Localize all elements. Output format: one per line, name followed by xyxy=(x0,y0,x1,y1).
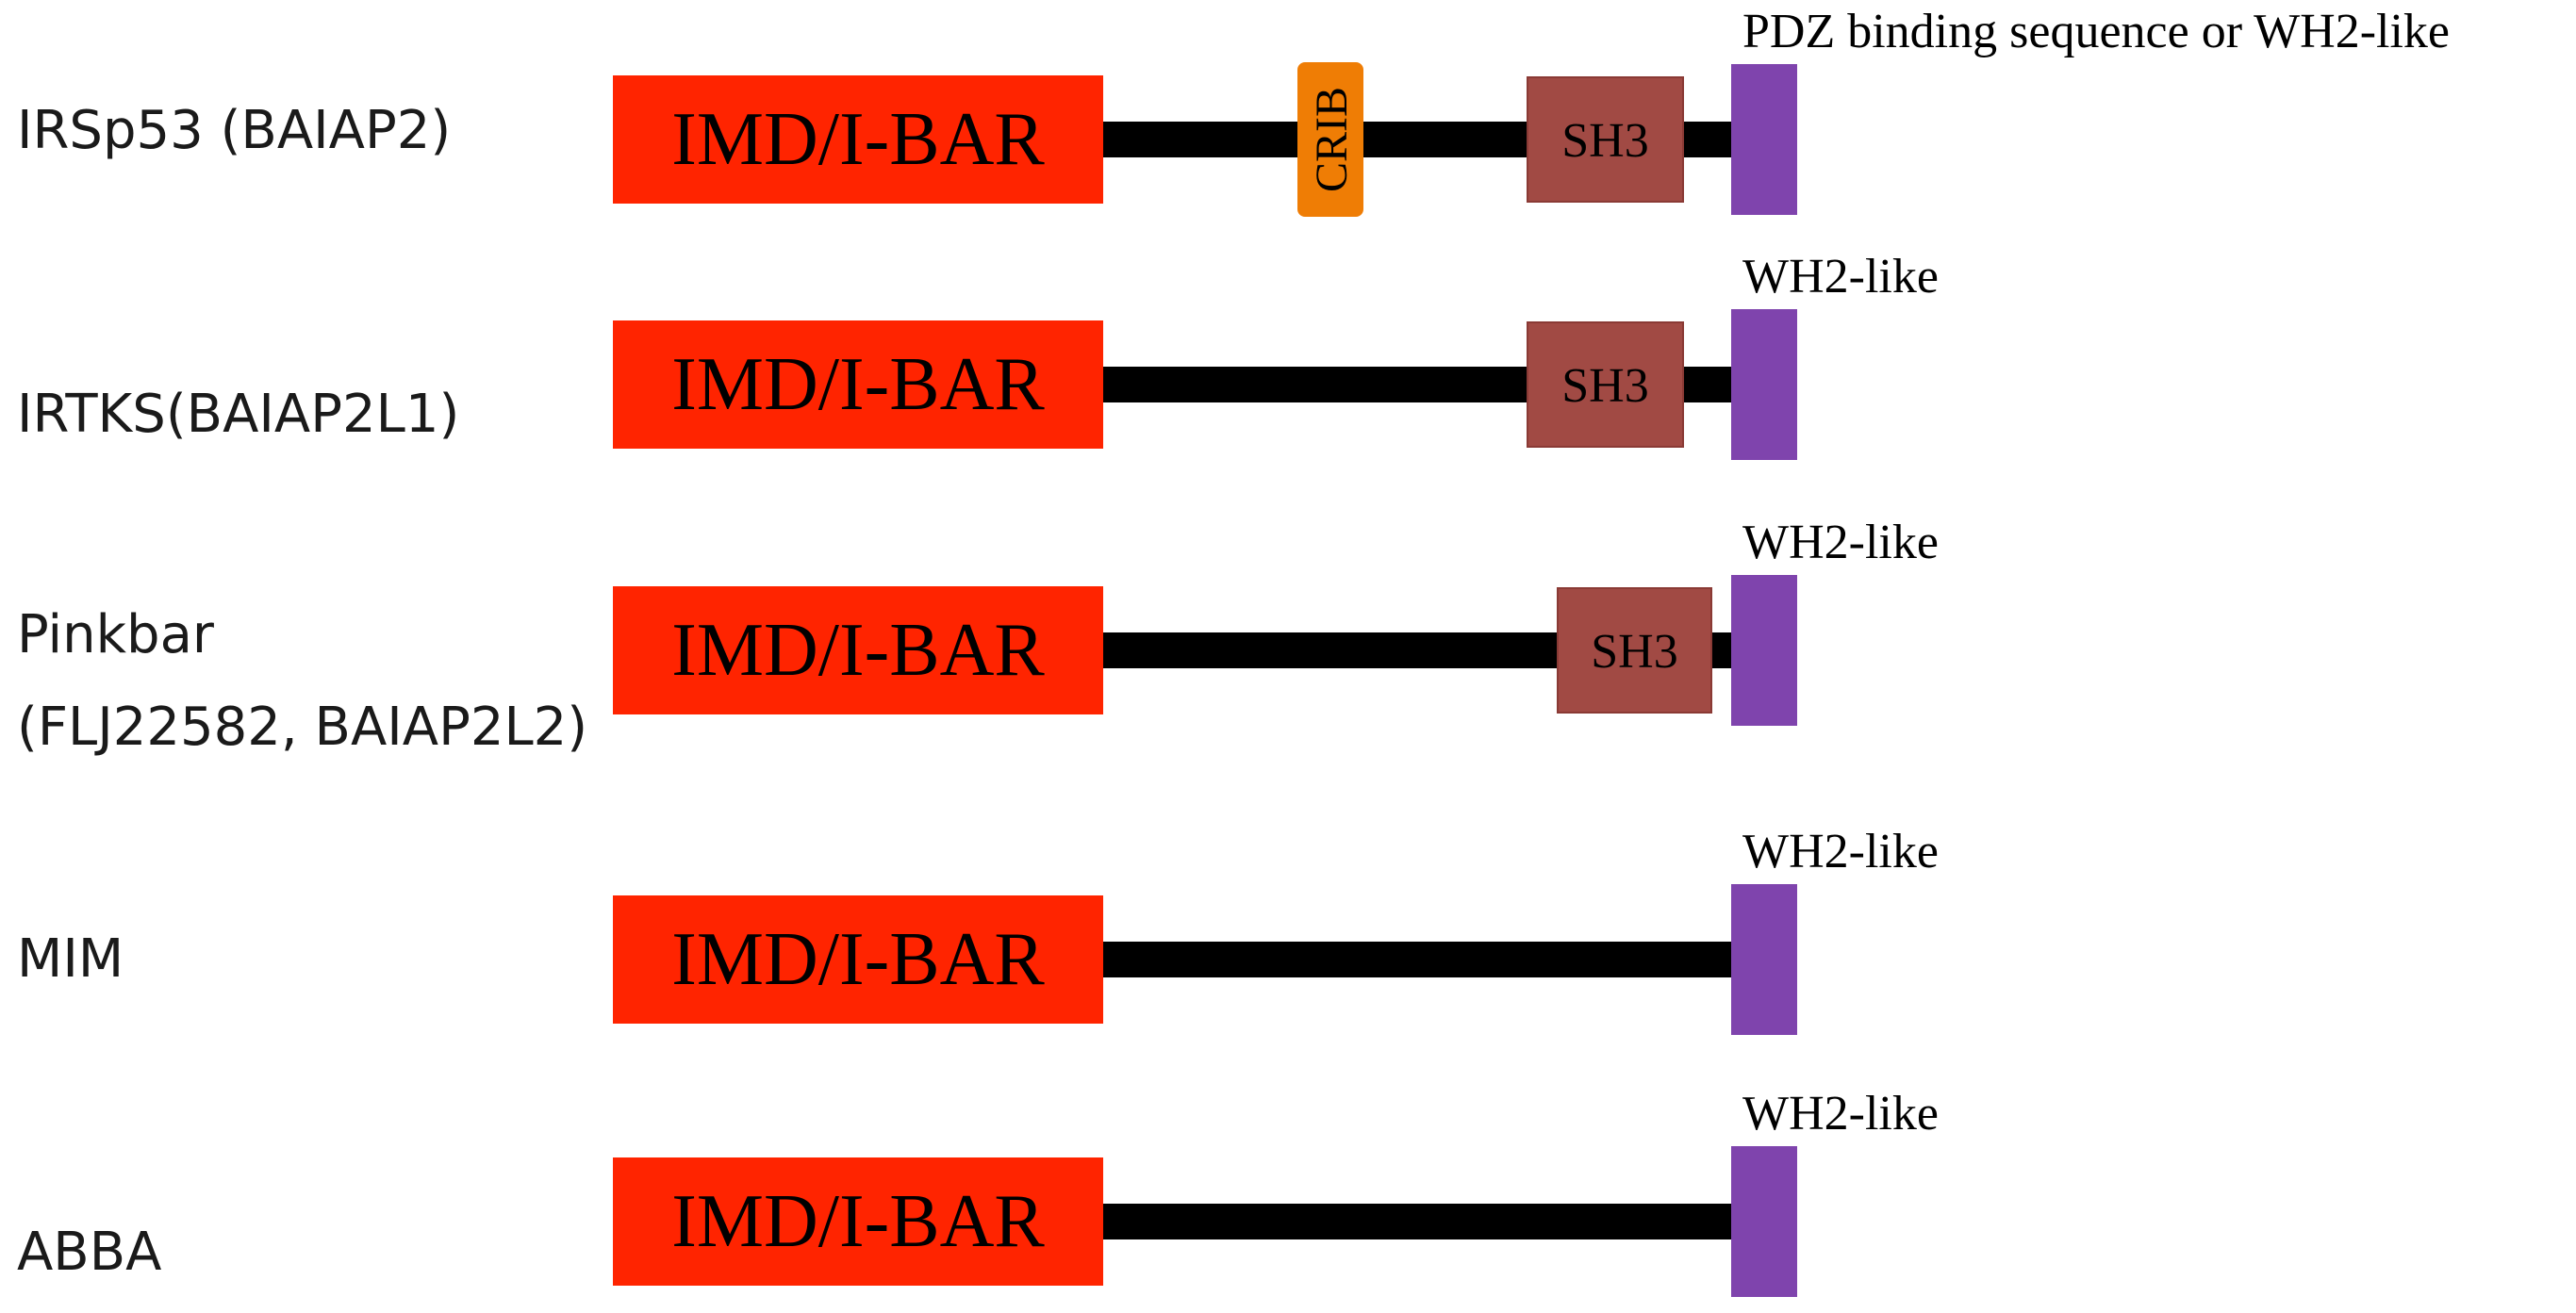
wh2-like-label: WH2-like xyxy=(1742,1087,1939,1141)
wh2-like-label: WH2-like xyxy=(1742,250,1939,304)
linker-line xyxy=(1094,1204,1735,1239)
protein-name: (FLJ22582, BAIAP2L2) xyxy=(17,697,587,758)
imd-ibar-label: IMD/I-BAR xyxy=(671,343,1045,426)
sh3-domain xyxy=(1527,321,1684,448)
imd-ibar-domain xyxy=(613,320,1103,449)
protein-name: ABBA xyxy=(17,1222,161,1283)
protein-row: IMD/I-BAR CRIB SH3 PDZ binding sequence or … xyxy=(17,5,2450,217)
wh2-like-domain xyxy=(1731,64,1797,215)
imd-ibar-domain xyxy=(613,586,1103,714)
sh3-label: SH3 xyxy=(1561,359,1648,413)
sh3-domain xyxy=(1527,76,1684,203)
sh3-label: SH3 xyxy=(1561,114,1648,168)
imd-ibar-domain xyxy=(613,75,1103,204)
wh2-like-label: WH2-like xyxy=(1742,825,1939,878)
imd-ibar-domain xyxy=(613,895,1103,1024)
wh2-like-label: WH2-like xyxy=(1742,516,1939,569)
imd-ibar-label: IMD/I-BAR xyxy=(671,1180,1045,1263)
wh2-like-domain xyxy=(1731,309,1797,460)
imd-ibar-label: IMD/I-BAR xyxy=(671,98,1045,181)
wh2-like-label: PDZ binding sequence or WH2-like xyxy=(1742,5,2450,58)
wh2-like-domain xyxy=(1731,575,1797,726)
crib-domain xyxy=(1297,62,1363,217)
imd-ibar-domain xyxy=(613,1157,1103,1286)
sh3-label: SH3 xyxy=(1591,625,1677,679)
crib-label: CRIB xyxy=(1307,87,1357,192)
protein-name: Pinkbar xyxy=(17,604,215,665)
wh2-like-domain xyxy=(1731,1146,1797,1297)
imd-ibar-label: IMD/I-BAR xyxy=(671,918,1045,1001)
imd-ibar-label: IMD/I-BAR xyxy=(671,609,1045,692)
protein-name: IRSp53 (BAIAP2) xyxy=(17,100,451,161)
sh3-domain xyxy=(1557,587,1712,714)
linker-line xyxy=(1094,942,1735,977)
wh2-like-domain xyxy=(1731,884,1797,1035)
protein-name: IRTKS(BAIAP2L1) xyxy=(17,384,459,445)
protein-name: MIM xyxy=(17,928,124,990)
